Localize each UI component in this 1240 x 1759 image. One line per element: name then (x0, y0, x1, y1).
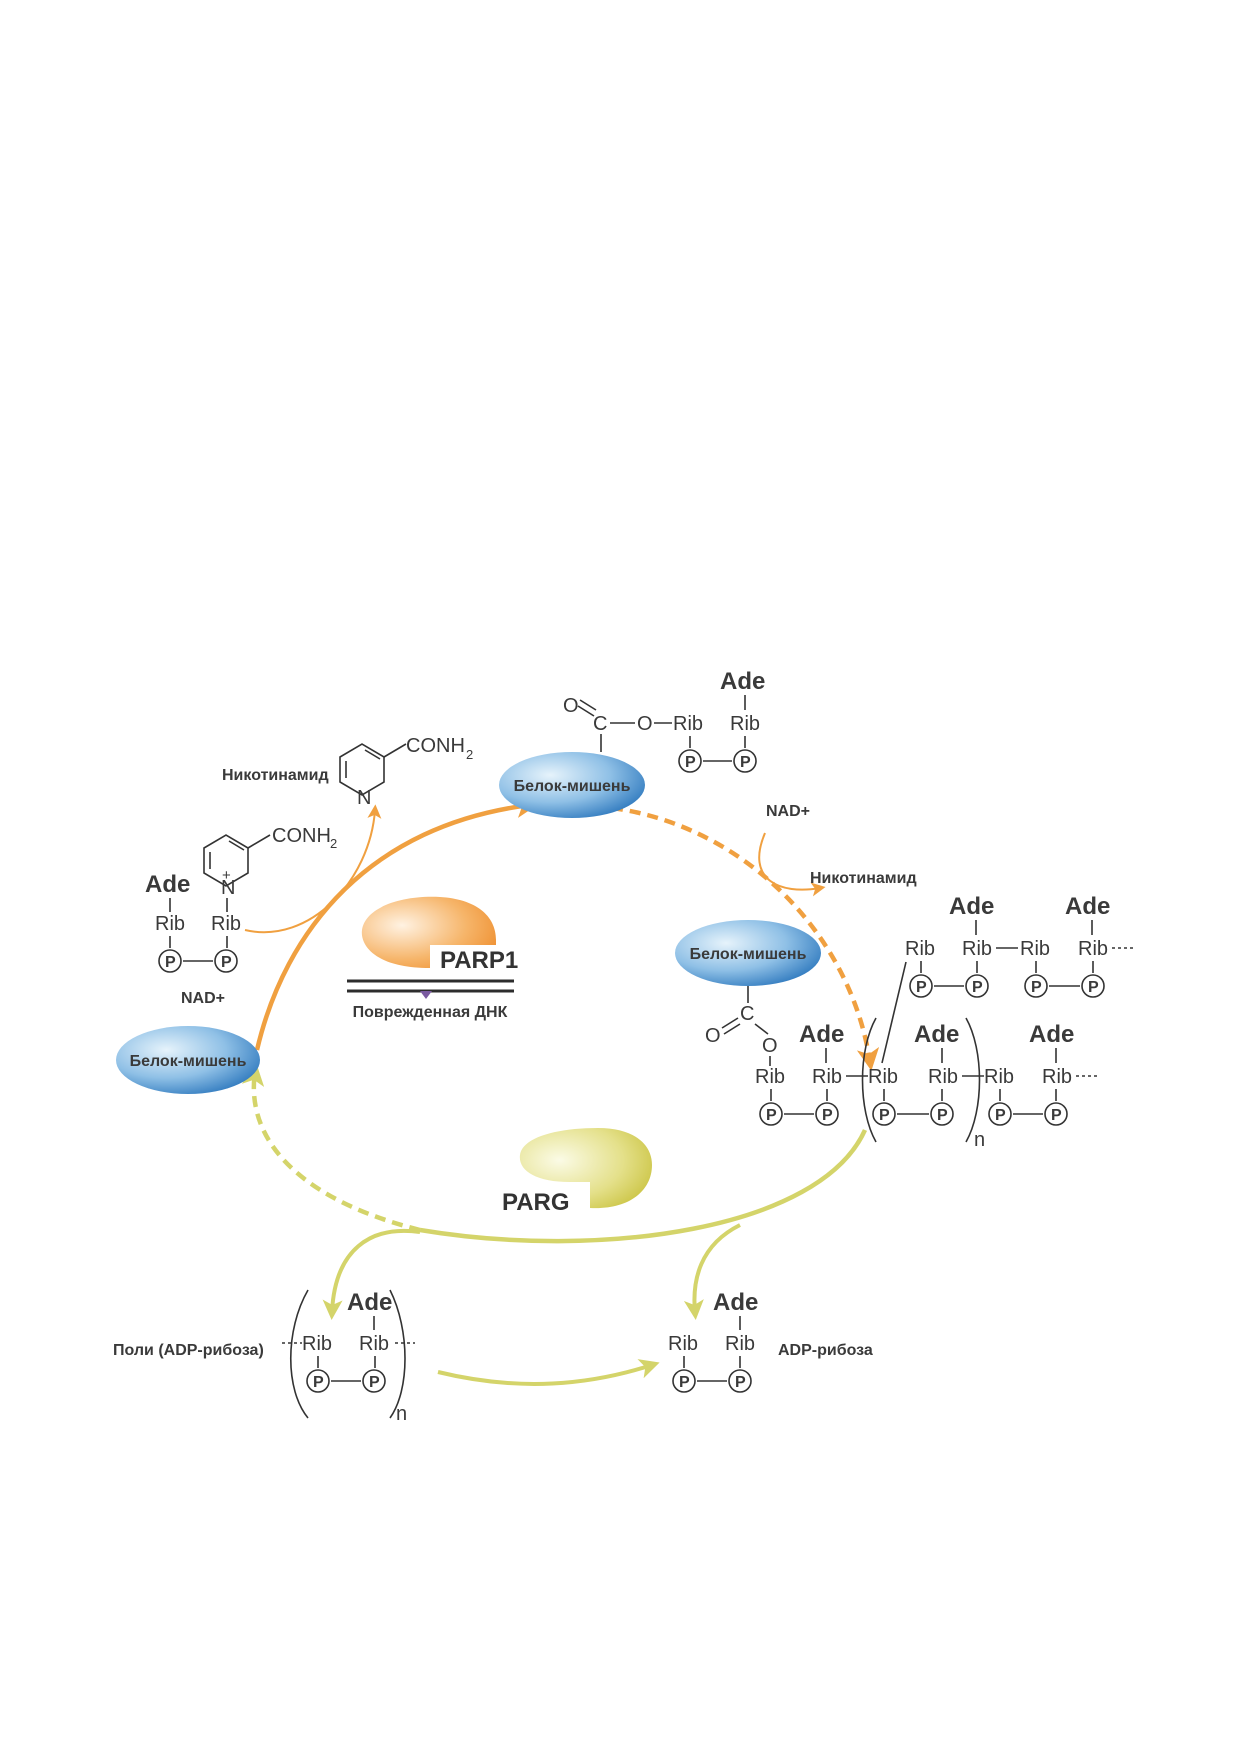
svg-text:Ade: Ade (1065, 893, 1110, 920)
svg-text:P: P (221, 954, 232, 971)
svg-text:Ade: Ade (949, 893, 994, 920)
svg-text:O: O (563, 695, 579, 717)
svg-text:+: + (222, 867, 231, 884)
adp-ribose-monomer: Ade Rib Rib P P (668, 1289, 758, 1393)
svg-text:Ade: Ade (145, 871, 190, 898)
arrow-to-poly-adp-ribose (322, 1228, 421, 1320)
svg-text:C: C (593, 713, 607, 735)
poly-adp-ribose-polymer: C O O Rib Rib Ade Rib Rib Ade Rib Rib Ad… (705, 893, 1134, 1151)
svg-text:P: P (1051, 1107, 1062, 1124)
target-protein-top-label: Белок-мишень (514, 778, 631, 795)
svg-text:P: P (995, 1107, 1006, 1124)
arrow-poly-to-mono (437, 1359, 660, 1386)
svg-text:O: O (762, 1035, 778, 1057)
target-protein-right (675, 920, 821, 986)
nicotinamide-left-structure: CONH 2 N (339, 735, 473, 809)
svg-text:Rib: Rib (359, 1333, 389, 1355)
svg-text:Rib: Rib (868, 1066, 898, 1088)
svg-text:CONH: CONH (406, 735, 465, 757)
parg-label: PARG (502, 1189, 570, 1216)
arrow-to-adp-ribose (683, 1223, 741, 1320)
svg-text:n: n (396, 1403, 407, 1425)
svg-text:Rib: Rib (928, 1066, 958, 1088)
target-protein-top (499, 752, 645, 818)
svg-text:Rib: Rib (905, 938, 935, 960)
poly-adp-ribose-label: Поли (ADP-рибоза) (113, 1342, 264, 1359)
svg-text:P: P (972, 979, 983, 996)
svg-text:Rib: Rib (673, 713, 703, 735)
svg-text:Ade: Ade (713, 1289, 758, 1316)
svg-text:Rib: Rib (1020, 938, 1050, 960)
svg-text:Rib: Rib (155, 913, 185, 935)
arrow-nicotinamide-release-right (758, 832, 826, 897)
svg-text:Ade: Ade (914, 1021, 959, 1048)
svg-text:P: P (879, 1107, 890, 1124)
nad-plus-left: CONH 2 N + Ade Rib Rib P P (145, 825, 337, 973)
nicotinamide-left-label: Никотинамид (222, 767, 329, 784)
svg-text:Ade: Ade (799, 1021, 844, 1048)
svg-text:P: P (937, 1107, 948, 1124)
mono-adp-ribose-top: O C O Rib Rib Ade P P (563, 668, 765, 773)
svg-text:P: P (165, 954, 176, 971)
svg-text:O: O (637, 713, 653, 735)
svg-text:Rib: Rib (668, 1333, 698, 1355)
target-protein-right-label: Белок-мишень (690, 946, 807, 963)
svg-text:Rib: Rib (211, 913, 241, 935)
svg-text:C: C (740, 1003, 754, 1025)
svg-text:P: P (369, 1374, 380, 1391)
svg-text:Rib: Rib (755, 1066, 785, 1088)
svg-text:P: P (1088, 979, 1099, 996)
svg-text:Rib: Rib (984, 1066, 1014, 1088)
svg-text:CONH: CONH (272, 825, 331, 847)
target-protein-left (116, 1026, 260, 1094)
svg-text:Rib: Rib (962, 938, 992, 960)
damaged-dna-label: Поврежденная ДНК (353, 1004, 508, 1021)
arrow-elongation (611, 805, 880, 1071)
svg-text:Ade: Ade (720, 668, 765, 695)
adp-ribose-label: ADP-рибоза (778, 1342, 873, 1359)
parp1-shape (361, 896, 496, 968)
nad-plus-left-label: NAD+ (181, 990, 225, 1007)
svg-text:N: N (221, 877, 235, 899)
svg-text:P: P (735, 1374, 746, 1391)
arrow-protein-release (241, 1063, 421, 1233)
dna-lesion-mark (420, 991, 432, 999)
parg-shape (519, 1128, 652, 1209)
svg-text:Rib: Rib (1042, 1066, 1072, 1088)
svg-text:Rib: Rib (302, 1333, 332, 1355)
svg-text:2: 2 (330, 836, 337, 851)
svg-text:n: n (974, 1129, 985, 1151)
arrow-nicotinamide-release-left (244, 804, 382, 934)
nad-plus-right-label: NAD+ (766, 803, 810, 820)
svg-text:Ade: Ade (347, 1289, 392, 1316)
parp1-label: PARP1 (440, 947, 518, 974)
target-protein-left-label: Белок-мишень (130, 1053, 247, 1070)
poly-adp-ribose-fragment: Ade Rib Rib P P n (282, 1289, 415, 1425)
nicotinamide-right-label: Никотинамид (810, 870, 917, 887)
svg-text:Rib: Rib (725, 1333, 755, 1355)
svg-text:Rib: Rib (730, 713, 760, 735)
arrow-parg-cleavage (419, 1129, 868, 1244)
svg-text:P: P (313, 1374, 324, 1391)
svg-text:P: P (685, 754, 696, 771)
svg-text:2: 2 (466, 747, 473, 762)
svg-text:Ade: Ade (1029, 1021, 1074, 1048)
svg-text:O: O (705, 1025, 721, 1047)
svg-text:N: N (357, 787, 371, 809)
svg-text:P: P (916, 979, 927, 996)
svg-text:P: P (1031, 979, 1042, 996)
svg-text:Rib: Rib (812, 1066, 842, 1088)
svg-text:P: P (740, 754, 751, 771)
svg-text:P: P (679, 1374, 690, 1391)
svg-text:P: P (766, 1107, 777, 1124)
svg-text:P: P (822, 1107, 833, 1124)
svg-text:Rib: Rib (1078, 938, 1108, 960)
